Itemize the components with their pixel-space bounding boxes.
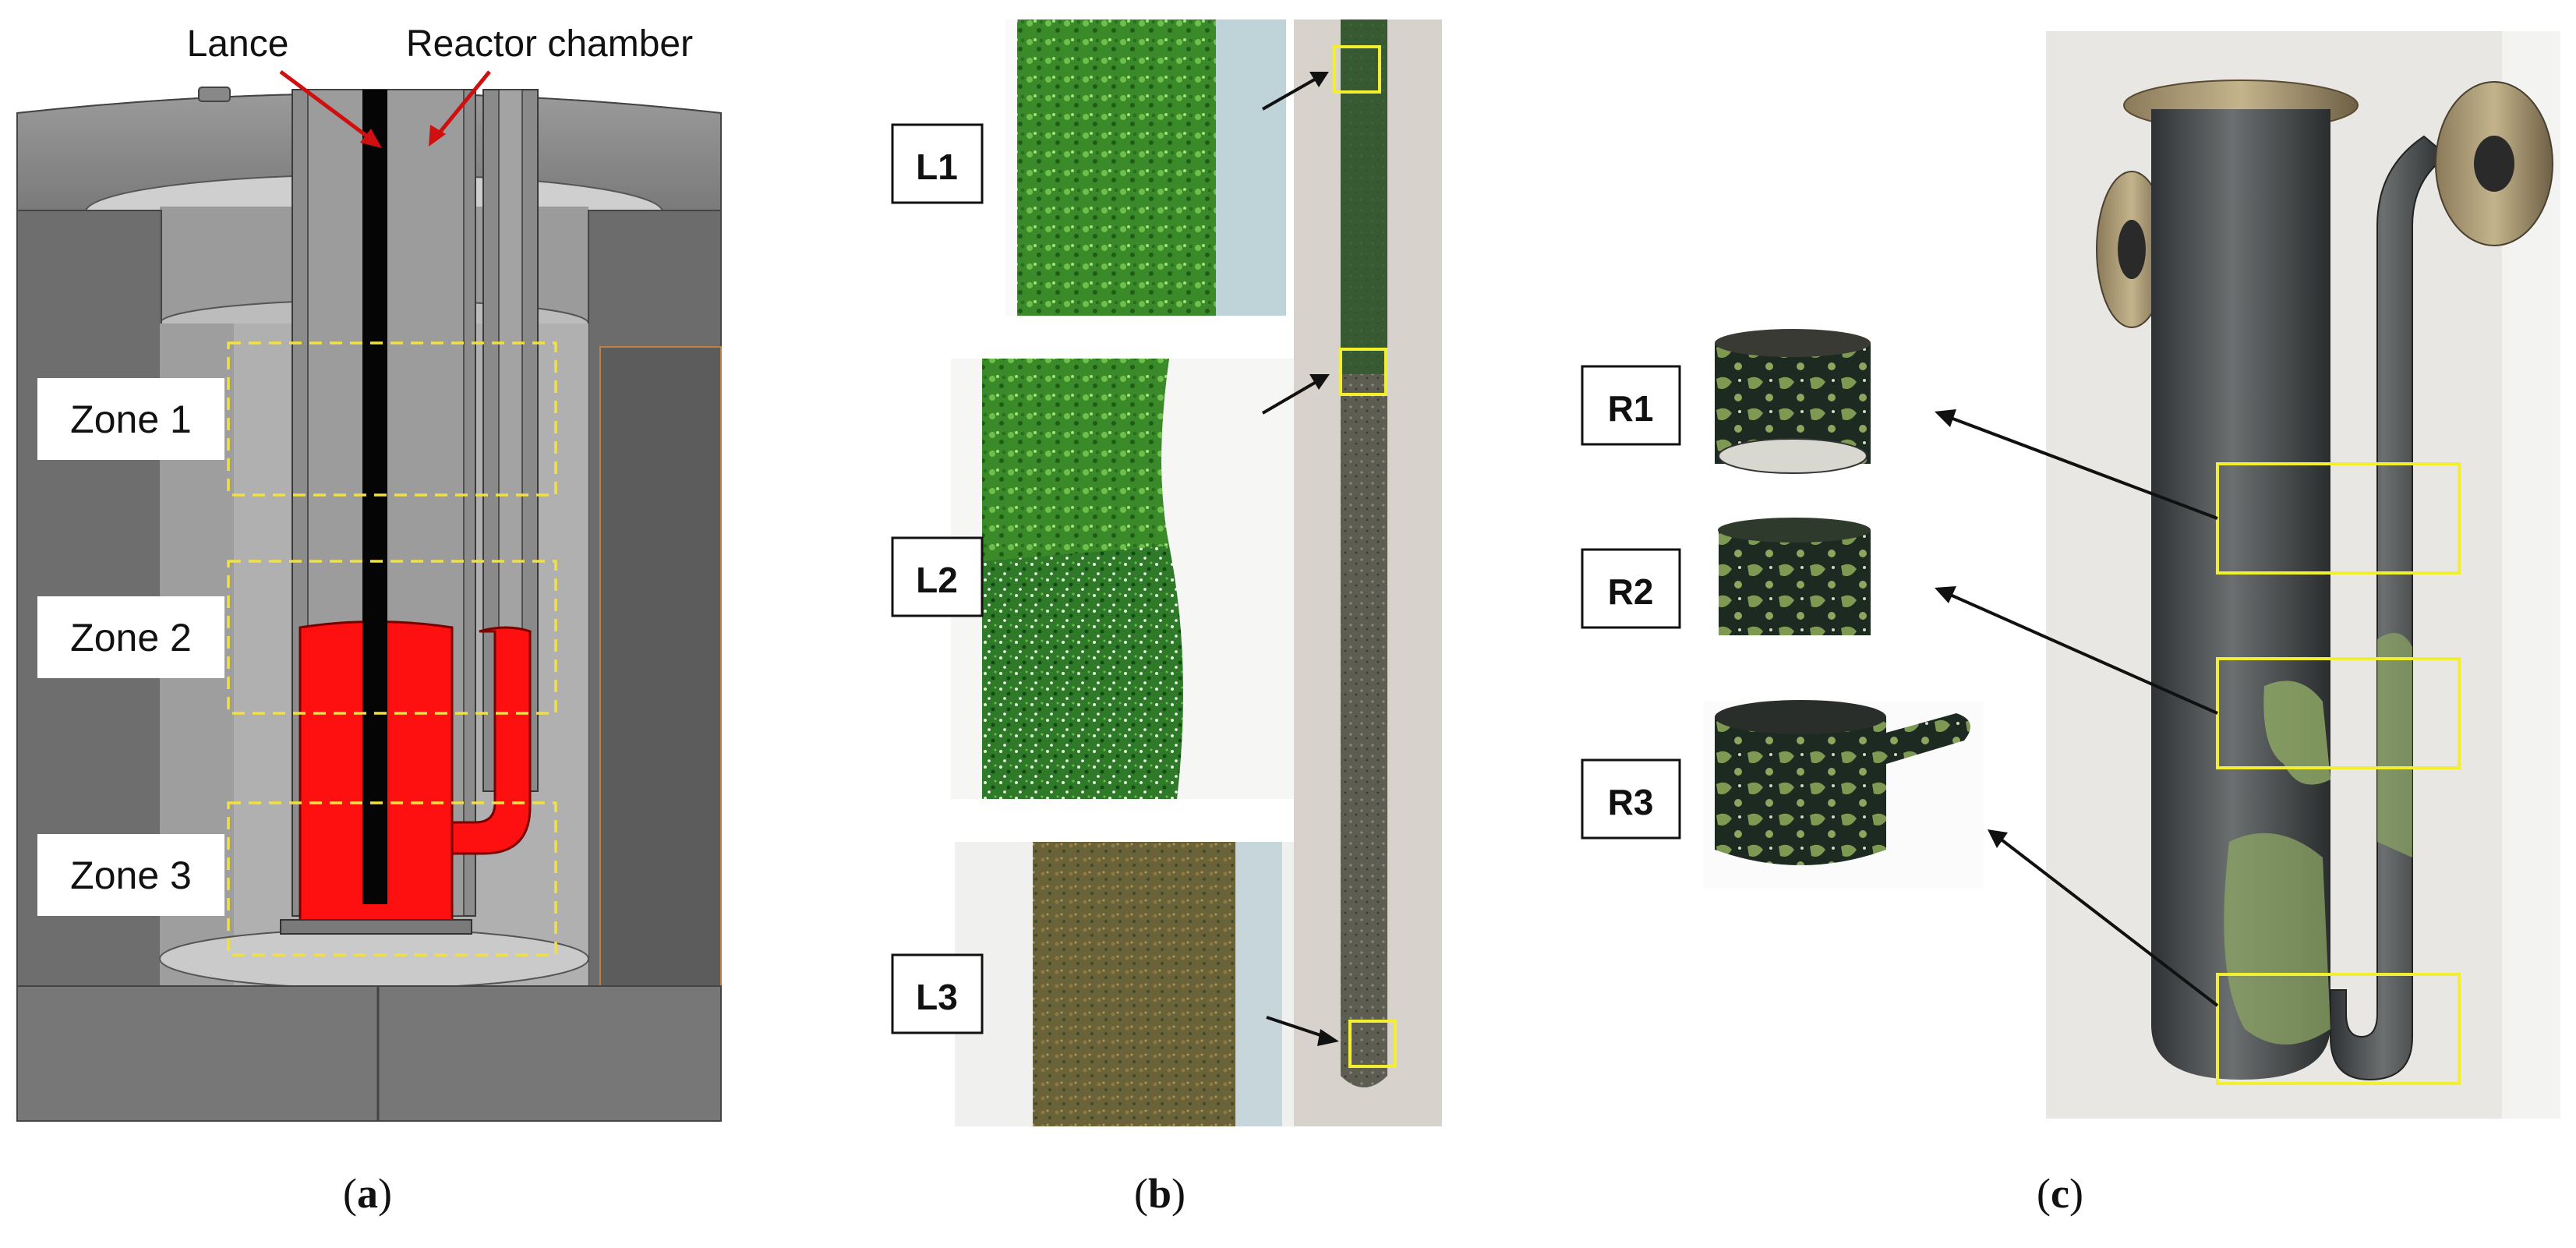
r1-ring-photo [1715,329,1871,474]
zone-3-label: Zone 3 [70,854,192,897]
reactor-cross-section-diagram: Zone 1 Zone 2 Zone 3 Lance Reactor chamb… [0,0,740,1122]
r3-ring-photo [1703,700,1984,889]
r2-label: R2 [1608,571,1654,612]
panel-a: Zone 1 Zone 2 Zone 3 Lance Reactor chamb… [0,0,740,1217]
r3-marker [2216,973,2461,1085]
panel-c: R1 R2 R3 (c) [1559,0,2576,1217]
lance-samples-photos: L1 L2 L3 [891,19,1442,1126]
zone-1-box [227,341,557,497]
l1-marker [1333,45,1381,94]
reactor-samples-photos: R1 R2 R3 [1581,31,2560,1119]
panel-b: L1 L2 L3 (b) [857,0,1481,1217]
l3-label: L3 [916,977,958,1017]
reactor-chamber-label: Reactor chamber [406,23,693,65]
caption-a: (a) [343,1170,392,1217]
zone-1-label: Zone 1 [70,398,192,441]
l2-marker [1339,348,1387,396]
caption-b: (b) [1134,1170,1186,1217]
r2-ring-photo [1718,518,1871,635]
zone-3-box [227,801,557,956]
lance-label: Lance [187,23,289,65]
caption-c: (c) [2037,1170,2083,1217]
l2-label: L2 [916,560,958,600]
zone-2-box [227,560,557,715]
l3-marker [1348,1020,1397,1068]
reactor-arrow [435,70,491,138]
lance-arrow [279,69,374,143]
r3-label: R3 [1608,782,1654,822]
r1-label: R1 [1608,388,1654,429]
zone-2-label: Zone 2 [70,616,192,659]
l1-label: L1 [916,147,958,187]
